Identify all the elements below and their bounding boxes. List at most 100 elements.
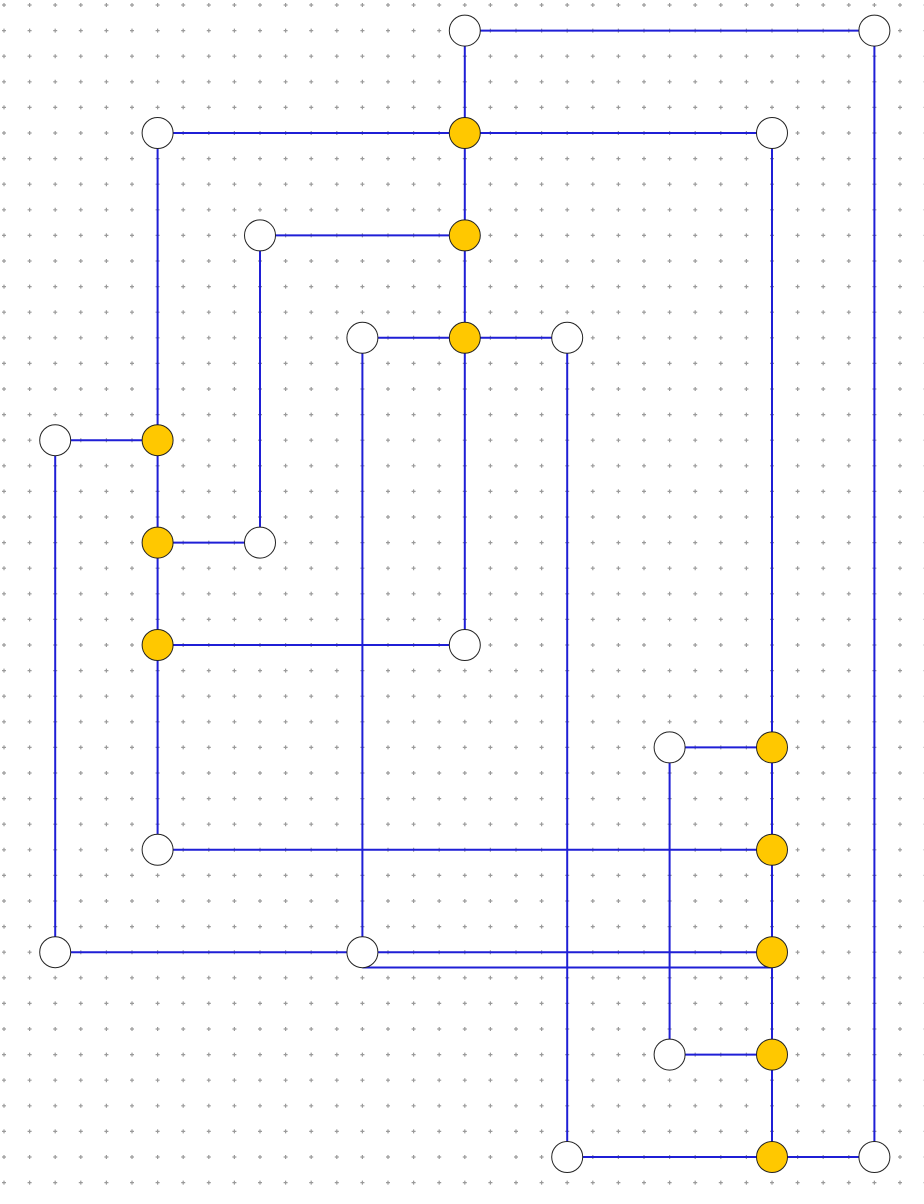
filled-node-n7[interactable]	[448, 219, 481, 252]
grid-dot	[283, 28, 288, 33]
grid-dot	[2, 1052, 6, 1057]
grid-dot	[539, 668, 544, 673]
open-node-n1[interactable]	[448, 14, 481, 47]
grid-dot	[27, 463, 32, 468]
grid-dot	[744, 515, 749, 519]
grid-dot	[53, 361, 58, 366]
grid-dot	[590, 105, 595, 110]
grid-dot	[744, 617, 749, 622]
grid-dot	[232, 1078, 237, 1083]
open-node-n16[interactable]	[448, 629, 481, 661]
open-node-n3[interactable]	[141, 117, 174, 149]
filled-node-n20[interactable]	[756, 833, 788, 866]
grid-dot	[2, 822, 6, 827]
grid-dot	[334, 489, 339, 494]
grid-dot	[27, 79, 32, 84]
grid-dot	[616, 335, 621, 340]
grid-dot	[283, 54, 288, 59]
grid-dot	[386, 1078, 390, 1083]
filled-node-n4[interactable]	[448, 117, 481, 149]
open-node-n26[interactable]	[551, 1141, 584, 1173]
open-node-n5[interactable]	[756, 117, 788, 149]
grid-dot	[693, 1180, 698, 1185]
open-node-n2[interactable]	[858, 14, 891, 47]
grid-dot	[206, 259, 211, 263]
grid-dot	[514, 873, 518, 878]
grid-dot	[590, 79, 595, 84]
grid-dot	[488, 694, 493, 699]
open-node-n14[interactable]	[244, 526, 276, 559]
grid-dot	[334, 310, 339, 315]
grid-dot	[2, 387, 6, 391]
grid-dot	[386, 924, 390, 929]
grid-dot	[232, 591, 237, 596]
grid-dot	[616, 387, 621, 391]
grid-dot	[27, 873, 32, 878]
grid-dot	[744, 489, 749, 494]
grid-dot	[334, 105, 339, 110]
open-node-n19[interactable]	[141, 833, 174, 866]
grid-dot	[770, 1180, 774, 1185]
filled-node-n27[interactable]	[756, 1141, 788, 1173]
grid-dot	[539, 310, 544, 315]
grid-dot	[821, 131, 826, 135]
filled-node-n18[interactable]	[756, 731, 788, 764]
grid-dot	[744, 1078, 749, 1083]
grid-dot	[898, 131, 902, 135]
grid-dot	[104, 745, 109, 750]
open-node-n21[interactable]	[39, 936, 72, 969]
open-node-n22[interactable]	[346, 936, 379, 969]
grid-dot	[130, 924, 134, 929]
grid-dot	[181, 719, 186, 724]
grid-dot	[130, 1078, 134, 1083]
grid-dot	[437, 3, 442, 7]
grid-dot	[258, 1129, 262, 1134]
grid-dot	[104, 156, 109, 161]
grid-dot	[437, 975, 442, 980]
grid-dot	[155, 1103, 160, 1108]
grid-dot	[616, 361, 621, 366]
filled-node-n9[interactable]	[448, 321, 481, 354]
grid-dot	[206, 54, 211, 59]
filled-node-n23[interactable]	[756, 936, 788, 969]
grid-dot	[488, 540, 493, 545]
grid-dot	[181, 617, 186, 622]
grid-dot	[514, 822, 518, 827]
grid-dot	[78, 796, 83, 801]
open-node-n24[interactable]	[653, 1038, 686, 1071]
grid-dot	[616, 899, 621, 903]
grid-dot	[27, 54, 32, 59]
open-node-n10[interactable]	[551, 321, 584, 354]
grid-dot	[130, 745, 134, 750]
open-node-n6[interactable]	[244, 219, 276, 252]
filled-node-n13[interactable]	[141, 526, 174, 559]
grid-dot	[411, 438, 416, 443]
grid-dot	[795, 1001, 800, 1006]
grid-dot	[898, 873, 902, 878]
grid-dot	[53, 310, 58, 315]
grid-dot	[206, 489, 211, 494]
grid-dot	[27, 233, 32, 238]
open-node-n17[interactable]	[653, 731, 686, 764]
filled-node-n15[interactable]	[141, 629, 174, 661]
grid-dot	[693, 1001, 698, 1006]
grid-dot	[27, 361, 32, 366]
grid-dot	[2, 489, 6, 494]
open-node-n8[interactable]	[346, 321, 379, 354]
filled-node-n12[interactable]	[141, 424, 174, 457]
grid-dot	[2, 310, 6, 315]
grid-dot	[846, 3, 851, 7]
grid-dot	[206, 3, 211, 7]
grid-dot	[104, 207, 109, 212]
grid-dot	[78, 847, 83, 852]
grid-dot	[514, 156, 518, 161]
grid-dot	[104, 412, 109, 417]
grid-dot	[78, 131, 83, 135]
open-node-n11[interactable]	[39, 424, 72, 457]
grid-dot	[898, 28, 902, 33]
open-node-n28[interactable]	[858, 1141, 891, 1173]
filled-node-n25[interactable]	[756, 1038, 788, 1071]
grid-dot	[283, 899, 288, 903]
grid-dot	[795, 975, 800, 980]
grid-dot	[334, 259, 339, 263]
